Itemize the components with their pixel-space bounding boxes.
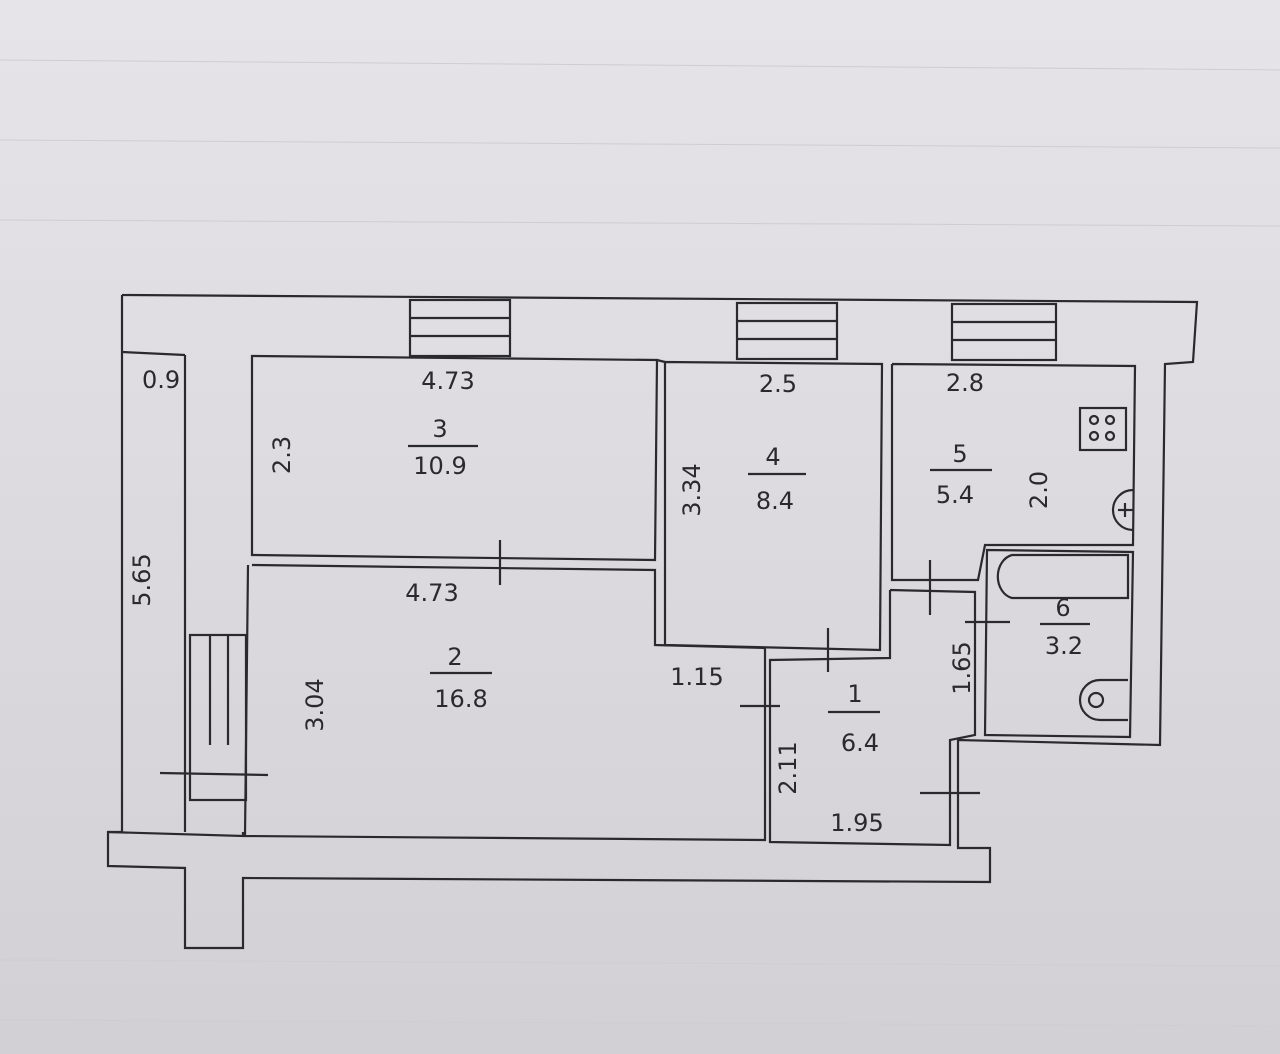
- window: [950, 302, 1058, 362]
- svg-text:1: 1: [847, 680, 862, 708]
- dim-hall-offset: 1.15: [670, 663, 723, 691]
- room-1-label: 1 6.4: [828, 680, 880, 757]
- dim-bath-depth: 1.65: [948, 641, 976, 694]
- dim-room5-depth: 2.0: [1025, 471, 1053, 509]
- svg-text:10.9: 10.9: [413, 452, 466, 480]
- dim-room5-width: 2.8: [946, 369, 984, 397]
- svg-text:6: 6: [1055, 594, 1070, 622]
- dim-room2-width: 4.73: [405, 579, 458, 607]
- svg-text:2: 2: [447, 643, 462, 671]
- dim-room4-depth: 3.34: [678, 463, 706, 516]
- svg-text:5: 5: [952, 440, 967, 468]
- paper-lines: [0, 59, 1280, 1027]
- stove-icon: [1078, 406, 1128, 452]
- window: [735, 301, 839, 361]
- dim-corridor-length: 5.65: [128, 553, 156, 606]
- dim-room4-width: 2.5: [759, 370, 797, 398]
- svg-text:3.2: 3.2: [1045, 632, 1083, 660]
- room-4-label: 4 8.4: [748, 443, 806, 515]
- dim-room3-depth: 2.3: [268, 436, 296, 474]
- dim-room2-depth: 3.04: [301, 678, 329, 731]
- svg-text:16.8: 16.8: [434, 685, 487, 713]
- door-mark: [159, 771, 269, 777]
- dim-hall-width: 1.95: [830, 809, 883, 837]
- room-5-label: 5 5.4: [930, 440, 992, 509]
- svg-text:4: 4: [765, 443, 780, 471]
- walls: [106, 293, 1199, 950]
- toilet-icon: [1078, 678, 1128, 722]
- dim-corridor-width: 0.9: [142, 366, 180, 394]
- window: [188, 633, 248, 802]
- svg-text:3: 3: [432, 415, 447, 443]
- svg-text:5.4: 5.4: [936, 481, 974, 509]
- window: [408, 298, 512, 358]
- sink-icon: [1111, 488, 1134, 532]
- svg-text:6.4: 6.4: [841, 729, 879, 757]
- room-2-label: 2 16.8: [430, 643, 492, 713]
- room-3-label: 3 10.9: [408, 415, 478, 480]
- dim-hall-depth: 2.11: [774, 741, 802, 794]
- svg-text:8.4: 8.4: [756, 487, 794, 515]
- bathtub-icon: [996, 553, 1130, 600]
- dim-room3-width: 4.73: [421, 367, 474, 395]
- room-6-label: 6 3.2: [1040, 594, 1090, 660]
